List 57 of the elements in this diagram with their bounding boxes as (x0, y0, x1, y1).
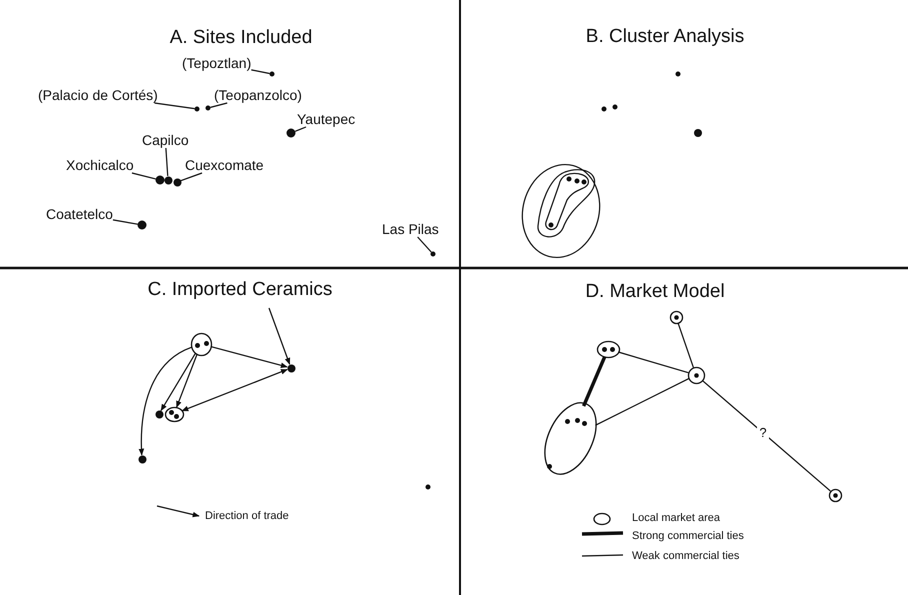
ringed-site-marker (828, 488, 842, 502)
leader-line (154, 102, 195, 110)
site-dot (136, 219, 148, 231)
site-dot (268, 70, 276, 78)
panel-title: A. Sites Included (170, 27, 312, 49)
tie-line (618, 351, 688, 374)
legend-label: Direction of trade (205, 510, 289, 523)
site-label: (Tepoztlan) (182, 55, 252, 71)
ringed-site-marker (686, 366, 706, 384)
site-dot (193, 105, 201, 113)
trade-arrow (181, 368, 288, 412)
site-dot (429, 250, 437, 258)
legend-label: Weak commercial ties (632, 550, 740, 563)
leader-line (132, 172, 156, 180)
tie-line (595, 378, 690, 426)
site-dot (172, 176, 182, 188)
trade-arrow (160, 352, 196, 412)
tie-line (677, 322, 694, 368)
site-dot (154, 174, 166, 186)
site-dot (286, 362, 296, 374)
site-dot (162, 174, 174, 186)
panel-title: C. Imported Ceramics (148, 279, 332, 301)
site-dot (285, 127, 297, 139)
site-label: Cuexcomate (185, 157, 264, 173)
site-dot (204, 104, 212, 112)
site-dot (136, 454, 148, 464)
site-dot (154, 408, 164, 420)
ringed-site-marker (668, 310, 684, 324)
panel-title: D. Market Model (585, 281, 725, 303)
market-area-ellipse (596, 340, 620, 358)
site-label: Capilco (142, 132, 189, 148)
market-area-ellipse (542, 400, 598, 476)
leader-line (294, 126, 306, 132)
site-label: Las Pilas (382, 221, 439, 237)
legend-label: Strong commercial ties (632, 530, 744, 543)
leader-line (417, 236, 432, 253)
tie-line (702, 380, 831, 492)
market-area-ellipse (190, 332, 212, 356)
leader-line (210, 102, 228, 108)
site-label: (Palacio de Cortés) (38, 87, 158, 103)
market-area-ellipse (164, 406, 184, 422)
edge-label: ? (757, 424, 769, 440)
trade-arrow (268, 308, 290, 365)
trade-arrow (176, 354, 198, 408)
leader-line (251, 69, 270, 74)
leader-line (112, 219, 138, 225)
trade-arrow (138, 346, 192, 456)
leader-line (165, 148, 168, 176)
trade-arrow (210, 346, 288, 368)
tie-line (582, 356, 606, 407)
site-label: Yautepec (297, 111, 356, 127)
site-label: Coatetelco (46, 206, 113, 222)
legend-label: Local market area (632, 512, 720, 525)
site-label: (Teopanzolco) (214, 87, 302, 103)
site-label: Xochicalco (66, 157, 134, 173)
panel-title: B. Cluster Analysis (586, 26, 744, 48)
leader-line (180, 172, 202, 182)
